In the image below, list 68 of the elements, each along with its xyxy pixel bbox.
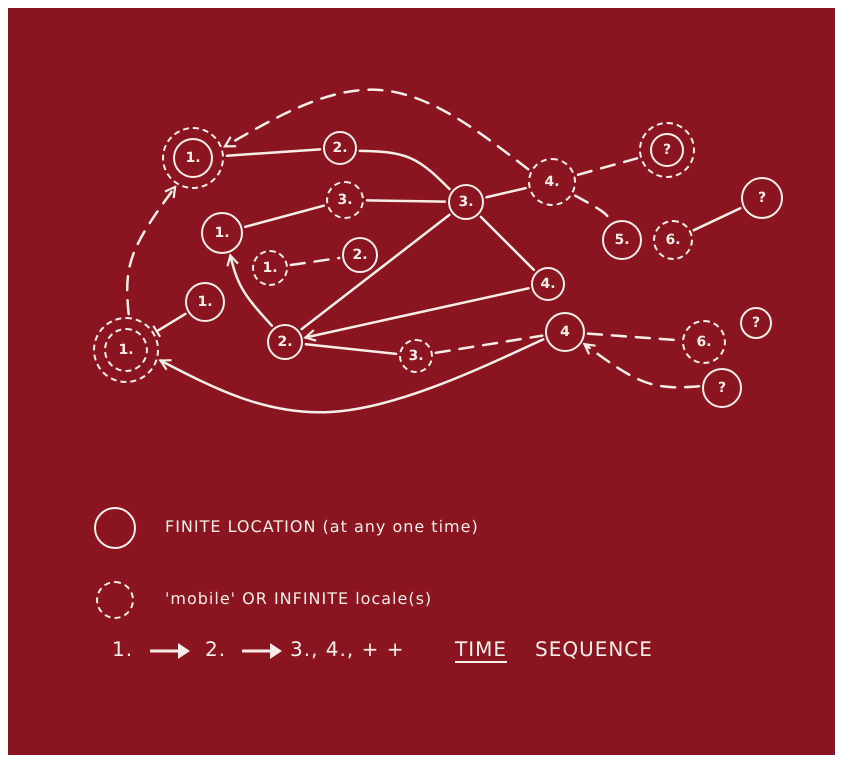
legend-text: FINITE LOCATION (at any one time) bbox=[165, 517, 479, 536]
connector bbox=[485, 186, 527, 198]
connector bbox=[366, 199, 446, 203]
connector bbox=[126, 186, 176, 316]
connector bbox=[434, 334, 544, 354]
sequence-number: 1. bbox=[112, 637, 134, 661]
connector bbox=[300, 214, 451, 330]
location-circle bbox=[323, 131, 357, 165]
connector bbox=[480, 216, 536, 272]
node-label: ? bbox=[662, 142, 672, 158]
node-label: 4. bbox=[544, 174, 560, 190]
node-label: 1. bbox=[197, 294, 213, 310]
connector bbox=[576, 157, 638, 176]
connector bbox=[290, 256, 340, 266]
location-circle bbox=[740, 307, 772, 339]
connector bbox=[244, 204, 325, 228]
node-label: 3. bbox=[337, 192, 353, 208]
location-circle bbox=[201, 212, 243, 254]
node-label: 6. bbox=[696, 334, 712, 350]
location-circle bbox=[267, 324, 303, 360]
node-label: ? bbox=[718, 380, 726, 396]
node-label: ? bbox=[758, 190, 766, 206]
connector bbox=[304, 342, 398, 356]
mobile-locale-circle bbox=[399, 339, 433, 373]
location-circle bbox=[342, 237, 378, 273]
location-circle bbox=[531, 267, 565, 301]
node-label: 2. bbox=[277, 334, 293, 350]
mobile-locale-circle bbox=[326, 181, 364, 219]
connector bbox=[226, 254, 274, 327]
mobile-locale-circle bbox=[639, 122, 695, 178]
node-label: 6. bbox=[665, 232, 681, 248]
connector bbox=[358, 150, 451, 190]
node-label: 2. bbox=[352, 247, 368, 263]
connector bbox=[304, 287, 530, 342]
node-label: 3. bbox=[408, 348, 424, 364]
node-label: 4. bbox=[540, 276, 556, 292]
location-circle bbox=[545, 312, 585, 352]
node-label: 1. bbox=[214, 225, 230, 241]
connector bbox=[226, 148, 322, 157]
mobile-locale-circle bbox=[162, 127, 224, 189]
node-label: 1. bbox=[118, 342, 134, 358]
location-circle bbox=[741, 177, 783, 219]
connector bbox=[152, 312, 187, 338]
node-label: 2. bbox=[332, 140, 348, 156]
location-circle bbox=[702, 368, 742, 408]
node-label: 5. bbox=[614, 232, 630, 248]
legend-text: 'mobile' OR INFINITE locale(s) bbox=[165, 589, 432, 608]
mobile-locale-circle bbox=[653, 220, 693, 260]
mobile-locale-circle bbox=[252, 250, 288, 286]
connector bbox=[692, 207, 742, 232]
mobile-locale-circle bbox=[682, 320, 726, 364]
connector bbox=[583, 342, 700, 389]
sequence-word: SEQUENCE bbox=[535, 637, 653, 661]
location-circle bbox=[602, 220, 642, 260]
mobile-locale-circle bbox=[93, 317, 159, 383]
connector bbox=[159, 338, 544, 414]
sequence-number: 3., 4., + + bbox=[290, 637, 404, 661]
node-label: 3. bbox=[458, 194, 474, 210]
mobile-locale-circle bbox=[528, 158, 576, 206]
node-label: ? bbox=[752, 315, 760, 331]
node-label: 1. bbox=[262, 260, 278, 276]
node-label: 1. bbox=[185, 150, 201, 166]
location-circle bbox=[185, 282, 225, 322]
node-label: 4 bbox=[560, 324, 570, 340]
time-word: TIME bbox=[455, 637, 508, 661]
location-circle bbox=[448, 184, 484, 220]
sequence-number: 2. bbox=[205, 637, 226, 661]
connector bbox=[224, 88, 530, 171]
